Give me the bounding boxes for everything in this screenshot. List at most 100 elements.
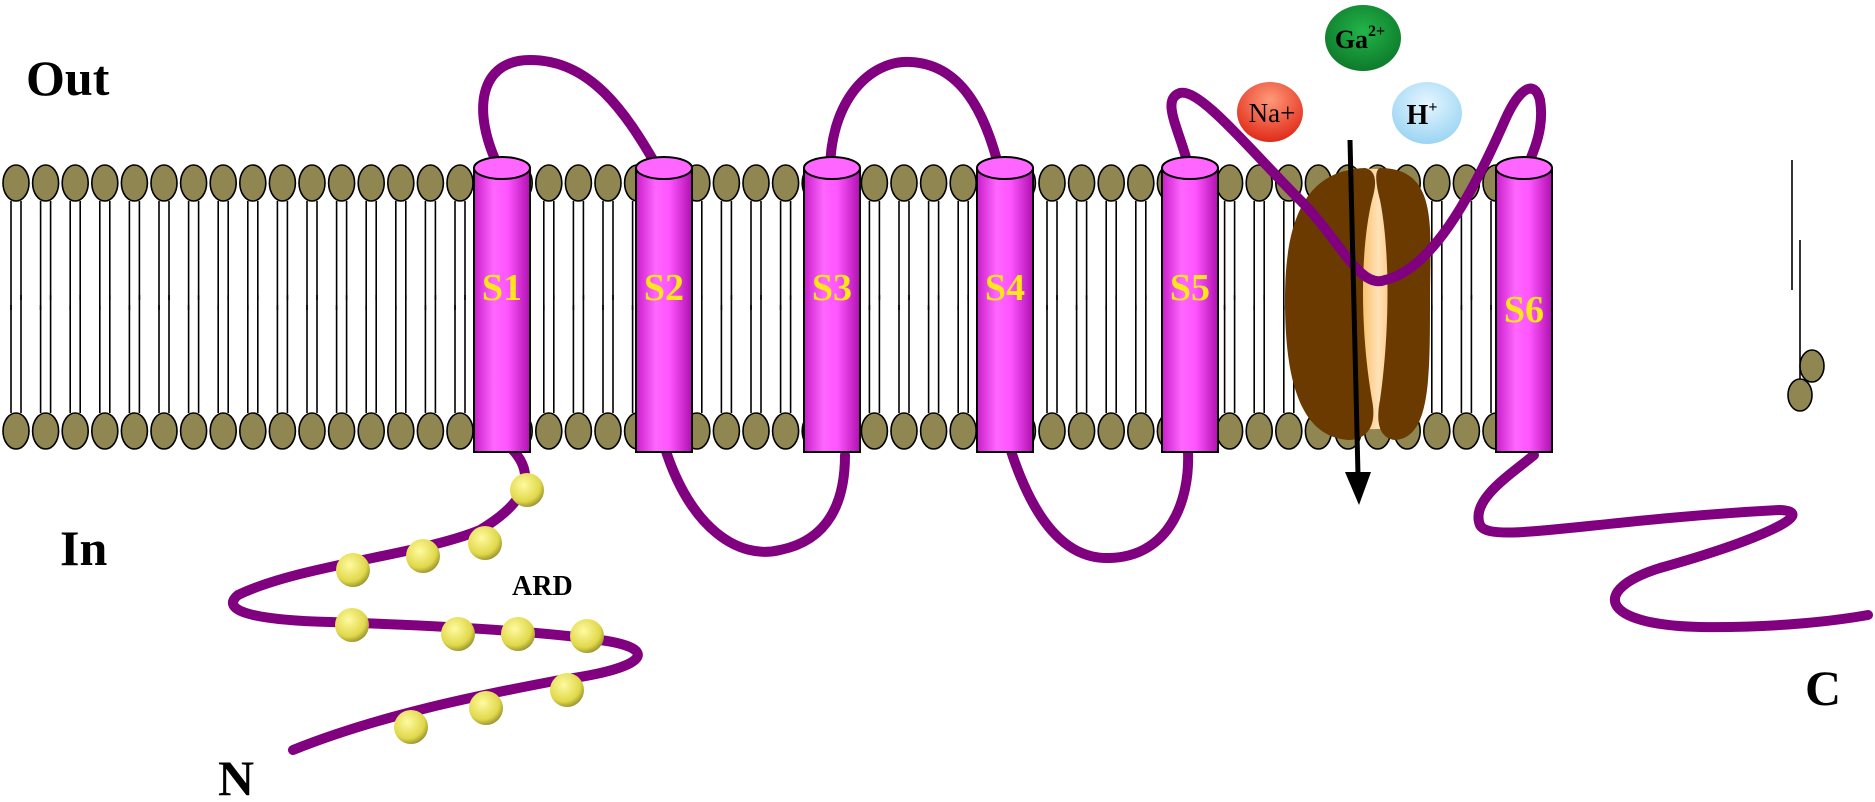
lipid-head-top <box>179 164 208 202</box>
lipid-head-top <box>268 164 297 202</box>
lipid-head-bottom <box>150 412 178 450</box>
loop-s3-s4 <box>825 56 1005 177</box>
lipid-head-top <box>120 164 149 202</box>
lipid-head-bottom <box>564 412 593 450</box>
lipid-head-bottom <box>594 412 622 450</box>
lipid-head-bottom <box>327 412 356 450</box>
lipid-head-bottom <box>268 412 297 450</box>
lipid-head-top <box>209 164 237 202</box>
lipid-head-top <box>1215 164 1244 202</box>
lipid-head-bottom <box>2 412 30 450</box>
helix-s5: S5 <box>1161 156 1219 453</box>
lipid-head-bottom <box>860 412 889 450</box>
ankyrin-bead <box>394 710 428 744</box>
lipid-head-top <box>150 164 178 202</box>
helix-s2: S2 <box>635 156 693 453</box>
loop-s1-s2 <box>478 55 665 177</box>
label-out: Out <box>26 50 110 106</box>
ankyrin-bead <box>550 673 584 707</box>
lipid-head-bottom <box>1127 412 1155 450</box>
lipid-head-bottom <box>771 412 800 450</box>
ion-na: Na+ <box>1237 82 1303 142</box>
lipid-head-top <box>890 164 918 202</box>
lipid-head-bottom <box>712 412 741 450</box>
n-terminal-tail <box>228 435 643 755</box>
lipid-head-top <box>2 164 30 202</box>
helix-s1: S1 <box>473 156 531 453</box>
ankyrin-bead <box>468 526 502 560</box>
lipid-head-top <box>327 164 356 202</box>
helix-label: S5 <box>1170 267 1210 309</box>
protein-chain <box>228 55 1873 755</box>
lipid-head-bottom <box>1067 412 1096 450</box>
lipid-head-top <box>742 164 770 202</box>
lipid-head-bottom <box>31 412 60 450</box>
lipid-head-top <box>357 164 386 202</box>
lipid-head-bottom <box>949 412 978 450</box>
lipid-head-bottom <box>91 412 119 450</box>
helix-label: S2 <box>644 267 684 309</box>
lipid-head-top <box>919 164 948 202</box>
lipid-head-bottom <box>239 412 267 450</box>
c-terminal-tail <box>1473 450 1873 633</box>
lipid-head-top <box>1127 164 1155 202</box>
lipid-head-bottom <box>209 412 237 450</box>
helix-s6: S6 <box>1495 156 1553 453</box>
lipid-head-bottom <box>534 412 563 450</box>
lipid-head-top <box>771 164 800 202</box>
lipid-head-top <box>91 164 119 202</box>
ion-ga: Ga2+ <box>1325 5 1401 71</box>
ankyrin-bead <box>441 617 475 651</box>
lipid-head-top <box>1423 164 1451 202</box>
lipid-head-bottom <box>120 412 149 450</box>
lipid-head-bottom <box>298 412 326 450</box>
label-n-terminus: N <box>218 750 254 802</box>
helix-s3: S3 <box>803 156 861 453</box>
helix-label: S6 <box>1504 289 1544 331</box>
svg-text:Na+: Na+ <box>1249 98 1296 128</box>
lipid-head-top <box>239 164 267 202</box>
svg-text:H+: H+ <box>1407 99 1438 131</box>
lipid-head-top <box>949 164 978 202</box>
ankyrin-bead <box>336 553 370 587</box>
lipid-head-bottom <box>1275 412 1303 450</box>
lipid-head-bottom <box>357 412 386 450</box>
lipid-head-top <box>712 164 741 202</box>
lipid-head-top <box>446 164 474 202</box>
ion-flow-arrow <box>1345 139 1371 505</box>
lipid-head-bottom <box>61 412 89 450</box>
ankyrin-bead <box>510 473 544 507</box>
lipid-head-bottom <box>1097 412 1125 450</box>
helix-s4: S4 <box>976 156 1034 453</box>
helix-label: S3 <box>812 267 852 309</box>
lipid-head-top <box>31 164 60 202</box>
lipid-head-bottom <box>919 412 948 450</box>
lipid-head-bottom <box>386 412 415 450</box>
lipid-head-top <box>298 164 326 202</box>
pore-loop-s5-s6 <box>1166 83 1547 287</box>
loop-s2-s3 <box>659 440 850 557</box>
ankyrin-bead <box>469 691 503 725</box>
lipid-head-edge <box>1799 349 1825 383</box>
pore-wall-right <box>1376 168 1431 440</box>
ankyrin-repeat-beads <box>335 473 604 744</box>
label-c-terminus: C <box>1805 660 1841 716</box>
lipid-head-top <box>386 164 415 202</box>
ankyrin-bead <box>335 608 369 642</box>
lipid-head-bottom <box>179 412 208 450</box>
loop-s4-s5 <box>1005 443 1194 564</box>
lipid-head-edge <box>1787 378 1813 412</box>
lipid-head-top <box>1097 164 1125 202</box>
ankyrin-bead <box>406 539 440 573</box>
lipid-head-top <box>594 164 622 202</box>
lipid-head-bottom <box>1452 412 1481 450</box>
lipid-head-bottom <box>416 412 445 450</box>
lipid-head-top <box>860 164 889 202</box>
lipid-head-bottom <box>1215 412 1244 450</box>
lipid-head-top <box>1245 164 1273 202</box>
helix-label: S1 <box>482 267 522 309</box>
channel-pore <box>1285 168 1431 440</box>
lipid-head-bottom <box>1038 412 1066 450</box>
